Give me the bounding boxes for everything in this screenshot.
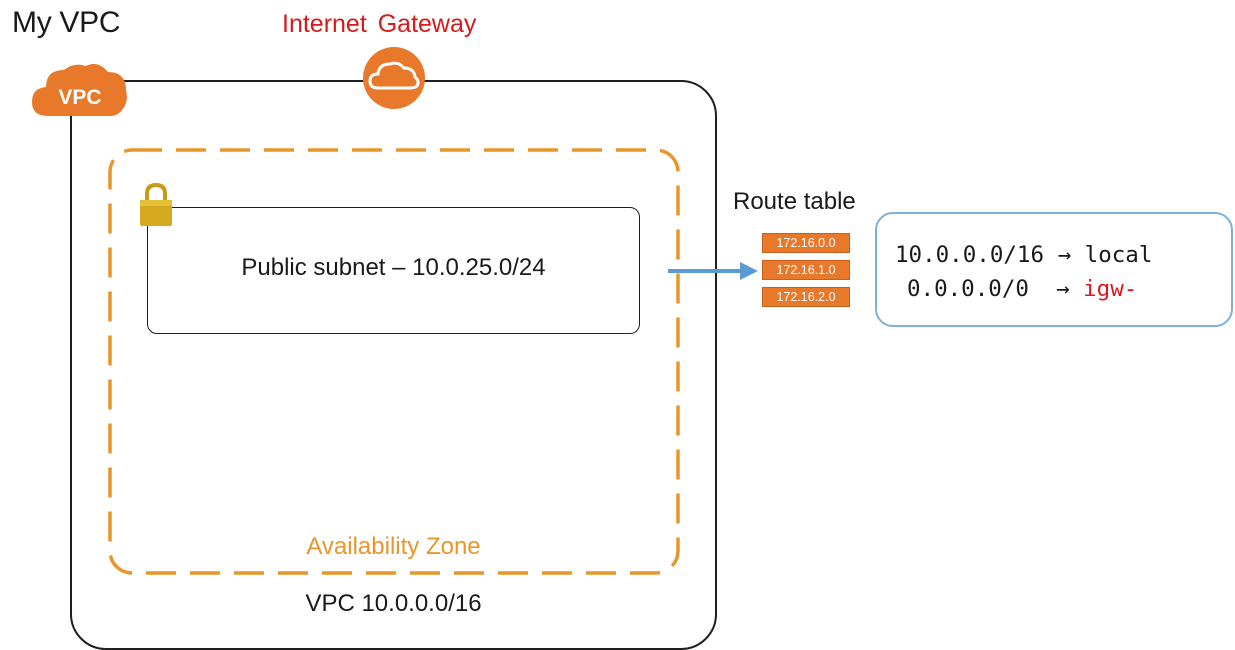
vpc-badge-text: VPC [58, 86, 101, 109]
vpc-cidr-label: VPC 10.0.0.0/16 [305, 590, 482, 617]
route-target: igw- [1083, 276, 1138, 302]
route-arrow [668, 262, 758, 280]
route-table-icon: 172.16.0.0 172.16.1.0 172.16.2.0 [762, 233, 850, 313]
route-row: 0.0.0.0/0 → igw- [907, 276, 1137, 302]
public-subnet-box: Public subnet – 10.0.25.0/24 [147, 207, 640, 334]
lock-icon [140, 182, 172, 226]
vpc-cloud-icon: VPC [32, 64, 127, 116]
route-destination: 10.0.0.0/16 [895, 242, 1045, 268]
route-table-details: 10.0.0.0/16 → local 0.0.0.0/0 → igw- [875, 212, 1233, 327]
internet-gateway-label: Internet Gateway [282, 10, 477, 38]
diagram-title: My VPC [12, 6, 121, 39]
subnet-label: Public subnet – 10.0.25.0/24 [241, 254, 546, 281]
route-arrow-glyph: → [1057, 242, 1072, 268]
route-table-entry: 172.16.2.0 [762, 287, 850, 307]
availability-zone-boundary [108, 148, 680, 575]
availability-zone-label: Availability Zone [306, 533, 481, 560]
internet-gateway-icon [363, 47, 425, 109]
route-table-entry: 172.16.1.0 [762, 260, 850, 280]
route-table-title: Route table [733, 188, 856, 215]
route-arrow-glyph: → [1056, 276, 1070, 302]
route-table-entry: 172.16.0.0 [762, 233, 850, 253]
route-target: local [1084, 242, 1153, 268]
route-row: 10.0.0.0/16 → local [895, 242, 1152, 268]
route-destination: 0.0.0.0/0 [907, 276, 1029, 302]
